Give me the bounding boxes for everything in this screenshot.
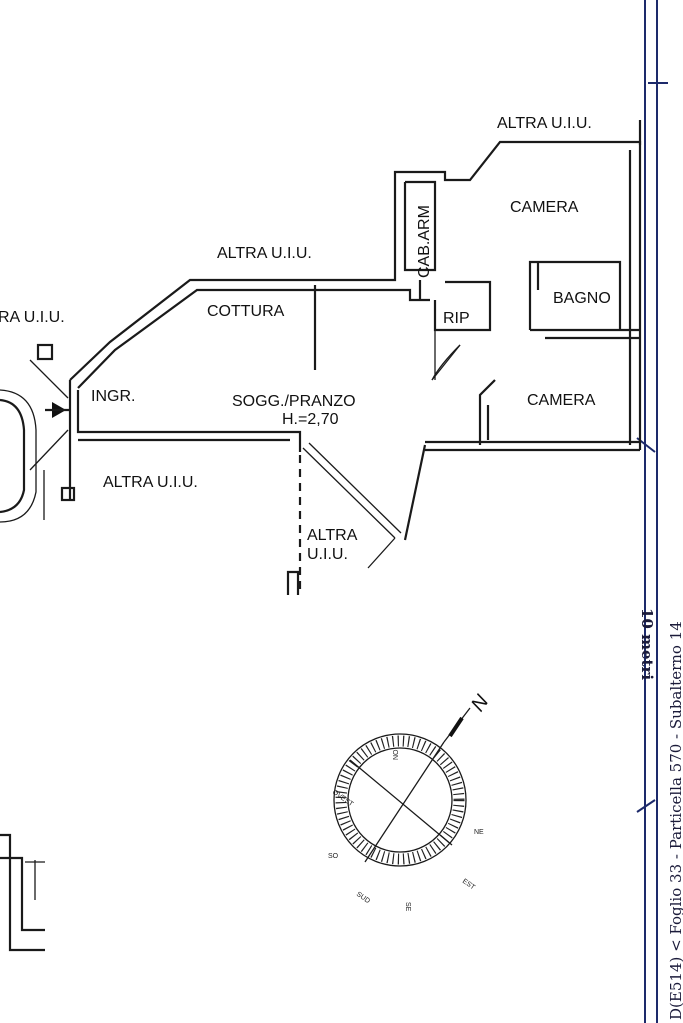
cadastral-reference: D(E514) < Foglio 33 - Particella 570 - S… <box>667 621 683 1020</box>
label-altra-south-2: U.I.U. <box>307 546 348 563</box>
compass-north-label: N <box>467 691 494 716</box>
label-bagno: BAGNO <box>553 290 611 307</box>
label-cab-arm: CAB.ARM <box>416 205 433 278</box>
label-cottura: COTTURA <box>207 303 285 320</box>
label-altra-south-1: ALTRA <box>307 527 358 544</box>
label-altra-uiu-top: ALTRA U.I.U. <box>217 245 312 262</box>
room-labels: ALTRA U.I.U. CAMERA CAB.ARM ALTRA U.I.U.… <box>0 115 611 563</box>
label-camera-bottom: CAMERA <box>527 392 596 409</box>
walls <box>0 120 642 952</box>
label-camera-top: CAMERA <box>510 199 579 216</box>
label-ingr: INGR. <box>91 388 135 405</box>
scale-label: 10 metri <box>638 608 656 680</box>
label-altra-uiu-bottom: ALTRA U.I.U. <box>103 474 198 491</box>
label-altra-uiu-top-right: ALTRA U.I.U. <box>497 115 592 132</box>
label-rip: RIP <box>443 310 470 327</box>
compass-label-est: EST <box>461 878 477 892</box>
label-sogg-pranzo: SOGG./PRANZO <box>232 393 356 410</box>
compass-label-so: SO <box>328 853 339 860</box>
compass-label-se: SE <box>404 902 411 912</box>
compass-label-no: NO <box>393 749 400 760</box>
page-frame <box>636 0 668 1023</box>
label-height: H.=2,70 <box>282 411 339 428</box>
compass-label-sud: SUD <box>355 891 371 905</box>
compass-rose: NO OVEST NE SO SUD SE EST N <box>328 691 494 912</box>
label-altra-uiu-left: RA U.I.U. <box>0 309 65 326</box>
compass-label-ne: NE <box>474 829 484 836</box>
